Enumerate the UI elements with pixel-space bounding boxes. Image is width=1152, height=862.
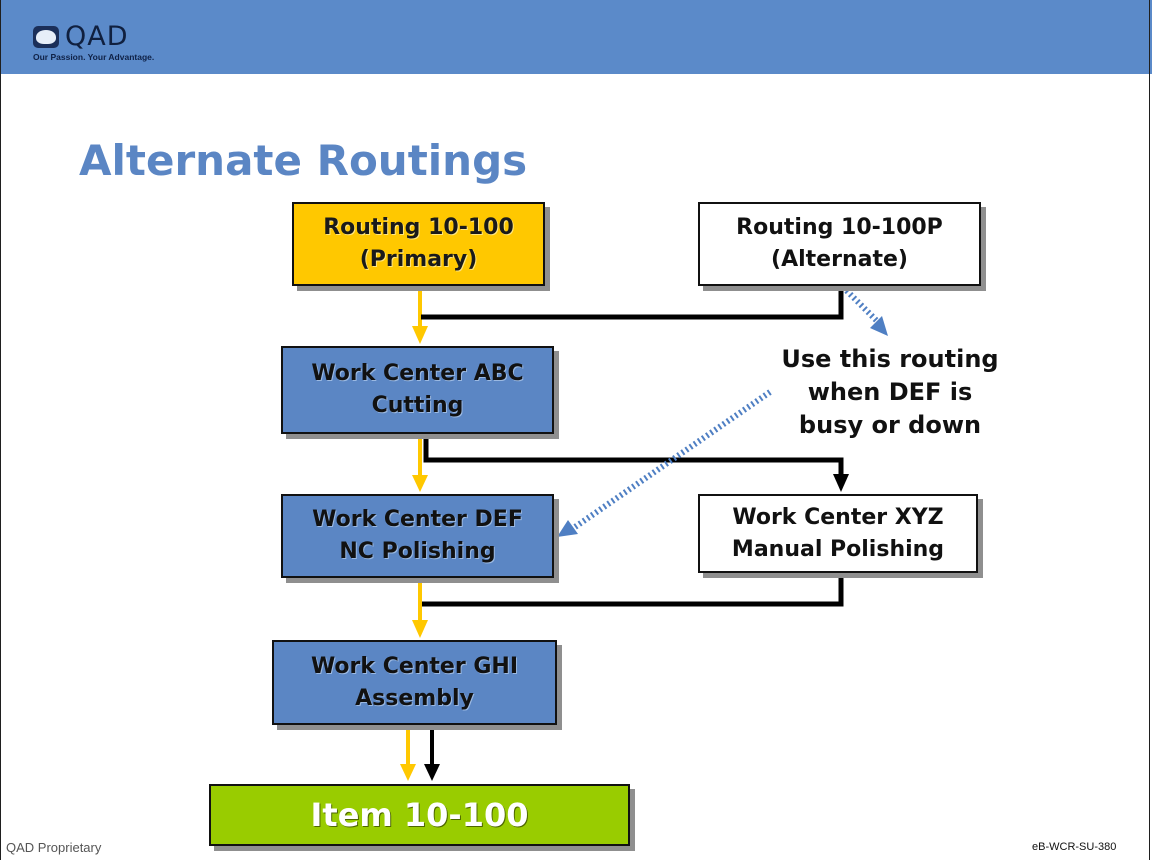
footer-proprietary: QAD Proprietary — [6, 840, 102, 855]
node-work-center-abc-line2: Cutting — [371, 393, 464, 418]
node-work-center-def-line2: NC Polishing — [339, 539, 496, 564]
node-work-center-def: Work Center DEF NC Polishing — [281, 494, 554, 578]
logo-tagline: Our Passion. Your Advantage. — [33, 52, 155, 62]
annotation-pointer-to-alternate — [840, 284, 888, 336]
node-routing-primary-line2: (Primary) — [359, 247, 478, 272]
alternate-edge-routing-to-abc — [421, 286, 844, 320]
alternate-edge-xyz-to-ghi — [422, 573, 844, 607]
qad-logo-icon — [33, 26, 59, 48]
primary-edge-abc-to-def — [412, 435, 428, 492]
node-routing-primary: Routing 10-100 (Primary) — [292, 202, 545, 286]
annotation-line-1: Use this routing — [781, 345, 999, 373]
node-routing-alternate-line1: Routing 10-100P — [736, 215, 943, 240]
primary-edge-def-to-ghi — [412, 578, 428, 638]
node-routing-alternate-line2: (Alternate) — [771, 247, 908, 272]
annotation-line-3: busy or down — [798, 411, 982, 439]
primary-edge-ghi-to-item — [400, 725, 416, 781]
node-work-center-abc-line1: Work Center ABC — [311, 361, 524, 386]
node-work-center-xyz-line2: Manual Polishing — [731, 536, 945, 562]
primary-edge-routing-to-abc — [412, 290, 428, 344]
footer-doc-code: eB-WCR-SU-380 — [1032, 841, 1117, 853]
qad-logo: QAD Our Passion. Your Advantage. — [33, 22, 193, 70]
node-work-center-xyz: Work Center XYZ Manual Polishing — [698, 494, 978, 573]
node-work-center-ghi: Work Center GHI Assembly — [272, 640, 557, 725]
node-work-center-abc: Work Center ABC Cutting — [281, 346, 554, 434]
annotation-note: Use this routing when DEF is busy or dow… — [760, 343, 1020, 442]
node-work-center-ghi-line2: Assembly — [355, 685, 474, 711]
node-routing-alternate: Routing 10-100P (Alternate) — [698, 202, 981, 286]
node-work-center-xyz-line1: Work Center XYZ — [732, 504, 944, 530]
alternate-edge-abc-to-xyz — [423, 434, 849, 492]
node-work-center-ghi-line1: Work Center GHI — [310, 653, 519, 679]
header-band — [0, 0, 1152, 74]
alternate-edge-ghi-to-item — [424, 725, 440, 781]
slide-title: Alternate Routings — [79, 136, 528, 185]
logo-name: QAD — [65, 21, 129, 52]
annotation-pointer-to-def — [557, 389, 772, 537]
node-work-center-def-line1: Work Center DEF — [312, 507, 523, 532]
node-item-label: Item 10-100 — [310, 796, 529, 834]
node-item-10-100: Item 10-100 — [209, 784, 630, 846]
annotation-line-2: when DEF is — [807, 378, 973, 406]
node-routing-primary-line1: Routing 10-100 — [323, 215, 514, 240]
